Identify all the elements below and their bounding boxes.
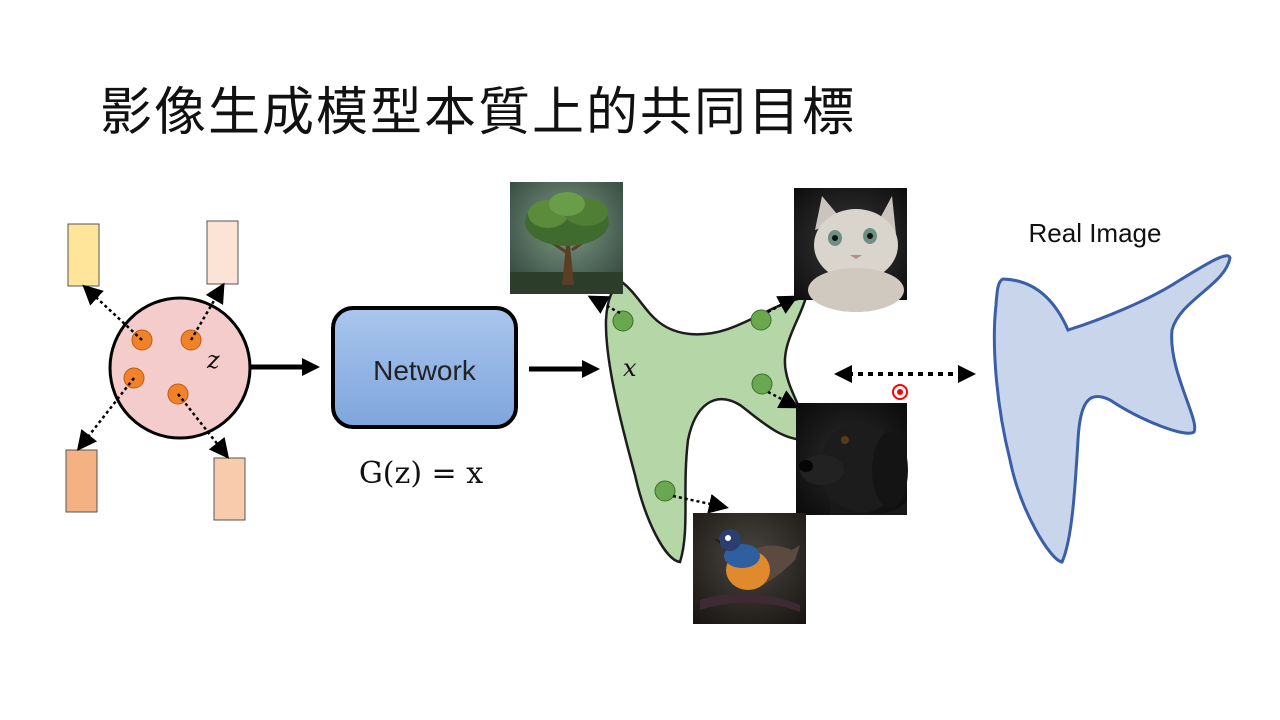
tree-thumbnail — [510, 182, 623, 294]
real-image-label: Real Image — [1029, 218, 1162, 248]
dotted-arrow — [767, 295, 799, 314]
real-distribution — [992, 254, 1232, 564]
generator-formula: G(z) = x — [359, 456, 483, 491]
sample-dot — [750, 309, 772, 331]
dotted-arrow — [76, 377, 135, 451]
laser-pointer-core — [897, 389, 903, 395]
network-label: Network — [373, 355, 477, 386]
dog-thumbnail — [796, 403, 908, 515]
comparison-arrowhead-right — [958, 365, 976, 383]
cat-thumbnail — [794, 188, 907, 312]
network-box — [331, 306, 518, 429]
dotted-arrow — [82, 284, 143, 341]
dotted-arrow — [587, 295, 621, 315]
latent-vector-1 — [67, 223, 100, 287]
flow-arrowhead — [302, 358, 320, 376]
latent-vector-3 — [65, 449, 98, 513]
sample-dot — [612, 310, 634, 332]
dotted-arrow — [672, 494, 729, 514]
slide-title: 影像生成模型本質上的共同目標 — [100, 83, 857, 143]
flow-arrowhead — [582, 360, 600, 378]
dotted-arrow — [767, 390, 800, 409]
sample-dot — [751, 373, 773, 395]
comparison-arrowhead-left — [834, 365, 852, 383]
latent-vector-2 — [206, 220, 239, 285]
sample-dot — [654, 480, 676, 502]
dotted-arrow — [189, 282, 225, 341]
output-label: x — [623, 354, 637, 382]
latent-vector-4 — [213, 457, 246, 521]
dotted-arrow — [177, 393, 230, 459]
bird-thumbnail — [693, 513, 806, 624]
latent-label: z — [206, 346, 220, 374]
